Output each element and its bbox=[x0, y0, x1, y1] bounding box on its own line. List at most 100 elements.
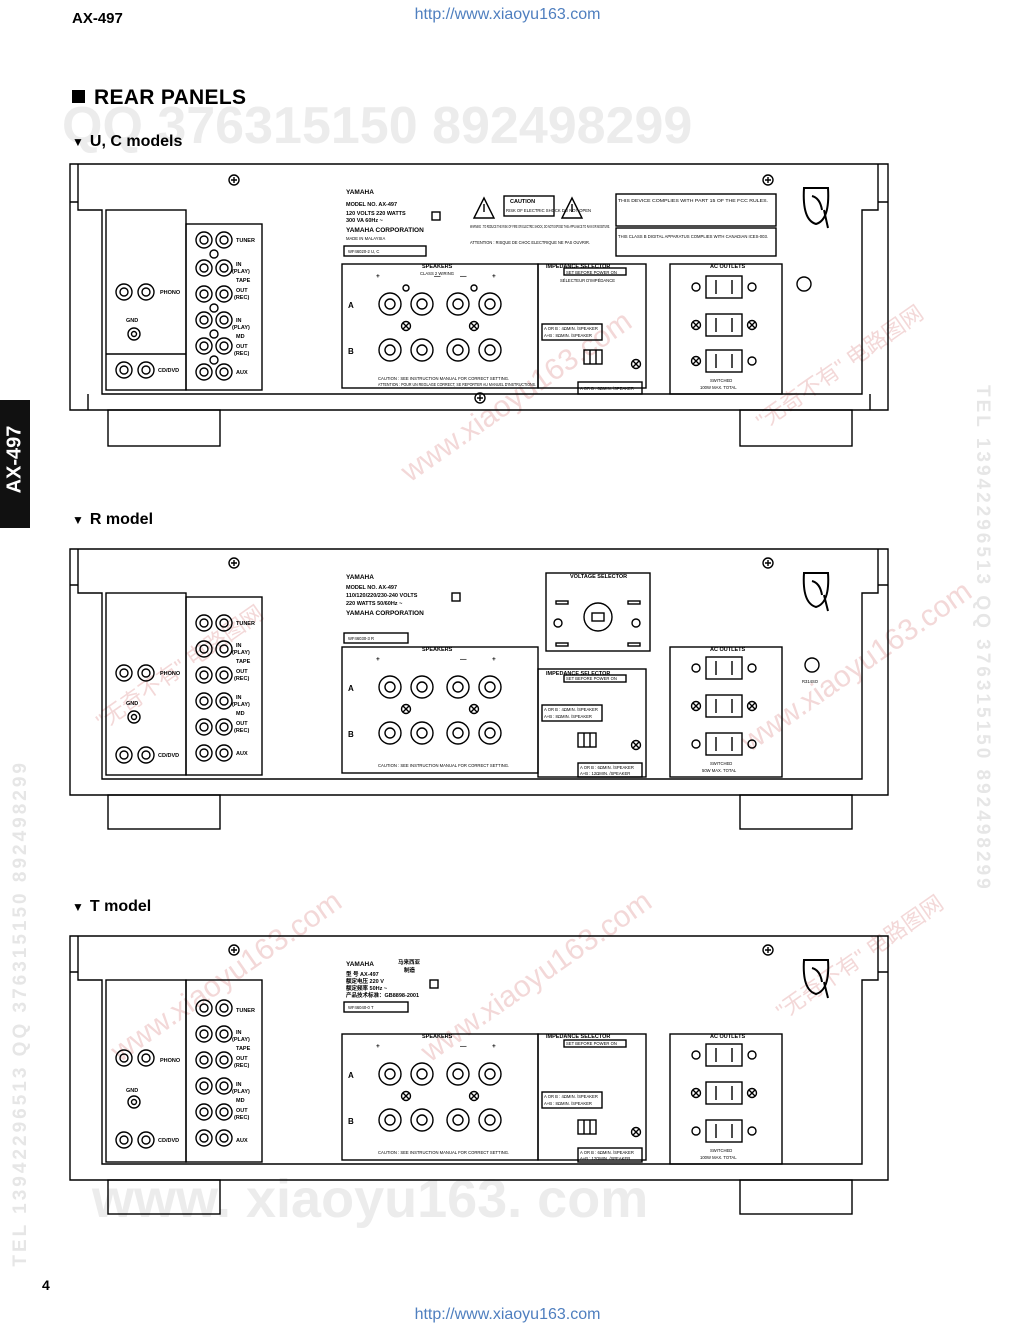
label-impedance: IMPEDANCE SELECTOR bbox=[546, 1034, 610, 1040]
impedance-1: A OR B : 4ΩMIN. /SPEAKER bbox=[544, 326, 598, 331]
label-voltage-selector: VOLTAGE SELECTOR bbox=[570, 574, 627, 580]
label-gnd: GND bbox=[126, 318, 138, 324]
panel-1-subtitle-text: U, C models bbox=[89, 133, 183, 150]
canada-text: THIS CLASS B DIGITAL APPARATUS COMPLIES … bbox=[618, 234, 768, 239]
bottom-caution: CAUTION : SEE INSTRUCTION MANUAL FOR COR… bbox=[378, 763, 509, 768]
label-ac-outlets: AC OUTLETS bbox=[710, 264, 745, 270]
plus-icon: + bbox=[376, 656, 380, 663]
down-triangle-icon: ▼ bbox=[72, 135, 84, 149]
caution-sub: RISK OF ELECTRIC SHOCK DO NOT OPEN bbox=[506, 208, 591, 213]
watermark-qq-side: TEL 13942296513 QQ 376315150 892498299 bbox=[10, 760, 31, 1267]
outlet-rating: 100W MAX. TOTAL bbox=[700, 1155, 737, 1160]
label-out: OUT bbox=[236, 288, 248, 294]
plus-icon: + bbox=[492, 273, 496, 280]
cn-brand-2: 制造 bbox=[404, 966, 416, 974]
part-no: WF46040-0 T bbox=[348, 1005, 374, 1010]
impedance-4: A+B : 12ΩMIN. /SPEAKER bbox=[580, 771, 630, 776]
model-line-1: 型 号 AX-497 bbox=[346, 970, 379, 978]
watermark-big-qq: QQ 376315150 892498299 bbox=[62, 97, 693, 155]
label-in-2: IN bbox=[236, 695, 242, 701]
cert-code: R314SO bbox=[802, 679, 819, 684]
model-line-3: 额定频率 50Hz ~ bbox=[346, 984, 387, 992]
label-play: (PLAY) bbox=[232, 1037, 250, 1043]
outlet-rating: 100W MAX. TOTAL bbox=[700, 385, 737, 390]
warning-text: WARNING : TO REDUCE THE RISK OF FIRE OR … bbox=[470, 224, 610, 229]
label-out-2: OUT bbox=[236, 1108, 248, 1114]
model-line-2: 120 VOLTS 220 WATTS bbox=[346, 211, 406, 217]
label-rec: (REC) bbox=[234, 676, 249, 682]
header-model: AX-497 bbox=[72, 10, 123, 27]
label-in: IN bbox=[236, 643, 242, 649]
rear-panel-t: TUNER IN (PLAY) TAPE OUT (REC) IN (PLAY)… bbox=[69, 935, 889, 1215]
impedance-2: A+B : 8ΩMIN. /SPEAKER bbox=[544, 333, 592, 338]
section-title: REAR PANELS bbox=[72, 86, 246, 110]
label-phono: PHONO bbox=[160, 1058, 181, 1064]
model-line-3: 300 VA 60Hz ~ bbox=[346, 218, 383, 224]
label-md: MD bbox=[236, 1098, 245, 1104]
label-play-2: (PLAY) bbox=[232, 325, 250, 331]
label-in-play: IN bbox=[236, 262, 242, 268]
rear-panel-r: TUNER IN (PLAY) TAPE OUT (REC) IN (PLAY)… bbox=[69, 548, 889, 830]
label-out: OUT bbox=[236, 669, 248, 675]
label-tuner: TUNER bbox=[236, 621, 255, 627]
model-line-4: YAMAHA CORPORATION bbox=[346, 227, 424, 234]
impedance-2: A+B : 8ΩMIN. /SPEAKER bbox=[544, 1101, 592, 1106]
outlet-rating: 50W MAX. TOTAL bbox=[702, 768, 737, 773]
impedance-4: A+B : 12ΩMIN. /SPEAKER bbox=[580, 1156, 630, 1161]
impedance-1: A OR B : 4ΩMIN. /SPEAKER bbox=[544, 1094, 598, 1099]
cn-brand-1: 马来西亚 bbox=[398, 958, 421, 966]
label-rec: (REC) bbox=[234, 295, 249, 301]
panel-3-subtitle: ▼T model bbox=[72, 898, 151, 916]
label-impedance: IMPEDANCE SELECTOR bbox=[546, 671, 610, 677]
label-impedance: IMPEDANCE SELECTOR bbox=[546, 264, 610, 270]
label-tape: TAPE bbox=[236, 659, 251, 665]
bottom-caution: CAUTION : SEE INSTRUCTION MANUAL FOR COR… bbox=[378, 1150, 509, 1155]
label-in-2: IN bbox=[236, 1082, 242, 1088]
label-cd-dvd: CD/DVD bbox=[158, 753, 179, 759]
label-speakers: SPEAKERS bbox=[422, 647, 453, 653]
speakers-sub: CLASS 2 WIRING bbox=[420, 271, 454, 276]
label-gnd: GND bbox=[126, 701, 138, 707]
label-phono: PHONO bbox=[160, 671, 181, 677]
label-speakers: SPEAKERS bbox=[422, 264, 453, 270]
minus-icon: — bbox=[460, 1043, 467, 1050]
label-out: OUT bbox=[236, 1056, 248, 1062]
model-line-4: YAMAHA CORPORATION bbox=[346, 610, 424, 617]
label-tape: TAPE bbox=[236, 1046, 251, 1052]
label-cd-dvd: CD/DVD bbox=[158, 1138, 179, 1144]
model-line-5: MADE IN MALAYSIA bbox=[346, 236, 385, 241]
side-tab-label: AX-497 bbox=[3, 425, 26, 494]
label-gnd: GND bbox=[126, 1088, 138, 1094]
model-line-2: 110/120/220/230-240 VOLTS bbox=[346, 593, 418, 599]
label-tuner: TUNER bbox=[236, 1008, 255, 1014]
yamaha-logo: YAMAHA bbox=[346, 189, 374, 196]
label-rec-2: (REC) bbox=[234, 351, 249, 357]
label-switched: SWITCHED bbox=[710, 761, 732, 766]
label-aux: AUX bbox=[236, 751, 248, 757]
plus-icon: + bbox=[492, 1043, 496, 1050]
panel-2-subtitle-text: R model bbox=[89, 511, 154, 528]
model-line-1: MODEL NO. AX-497 bbox=[346, 585, 397, 591]
footer-url: http://www.xiaoyu163.com bbox=[414, 1306, 601, 1323]
label-b: B bbox=[348, 730, 354, 739]
plus-icon: + bbox=[492, 656, 496, 663]
rear-panel-uc: TUNER IN (PLAY) TAPE OUT (REC) IN (PLAY)… bbox=[69, 163, 889, 447]
bottom-attention: ATTENTION : POUR UN REGLAGE CORRECT, SE … bbox=[378, 382, 536, 387]
watermark-phone: TEL 13942296513 QQ 376315150 892498299 bbox=[972, 385, 993, 892]
side-tab: AX-497 bbox=[0, 400, 30, 528]
label-in: IN bbox=[236, 1030, 242, 1036]
label-ac-outlets: AC OUTLETS bbox=[710, 647, 745, 653]
watermark-big-site: www. xiaoyu163. com bbox=[92, 1169, 649, 1229]
label-a: A bbox=[348, 301, 354, 310]
square-bullet-icon bbox=[72, 90, 85, 103]
label-play: (PLAY) bbox=[232, 650, 250, 656]
part-no: WF46030-3 R bbox=[348, 636, 374, 641]
impedance-3: A OR B : 6ΩMIN. /SPEAKER bbox=[580, 765, 634, 770]
label-switched: SWITCHED bbox=[710, 378, 732, 383]
label-set-before: SET BEFORE POWER ON bbox=[566, 676, 617, 681]
model-line-1: MODEL NO. AX-497 bbox=[346, 202, 397, 208]
panel-2-subtitle: ▼R model bbox=[72, 511, 153, 529]
label-play: (PLAY) bbox=[232, 269, 250, 275]
label-rec: (REC) bbox=[234, 1063, 249, 1069]
minus-icon: — bbox=[434, 273, 441, 280]
